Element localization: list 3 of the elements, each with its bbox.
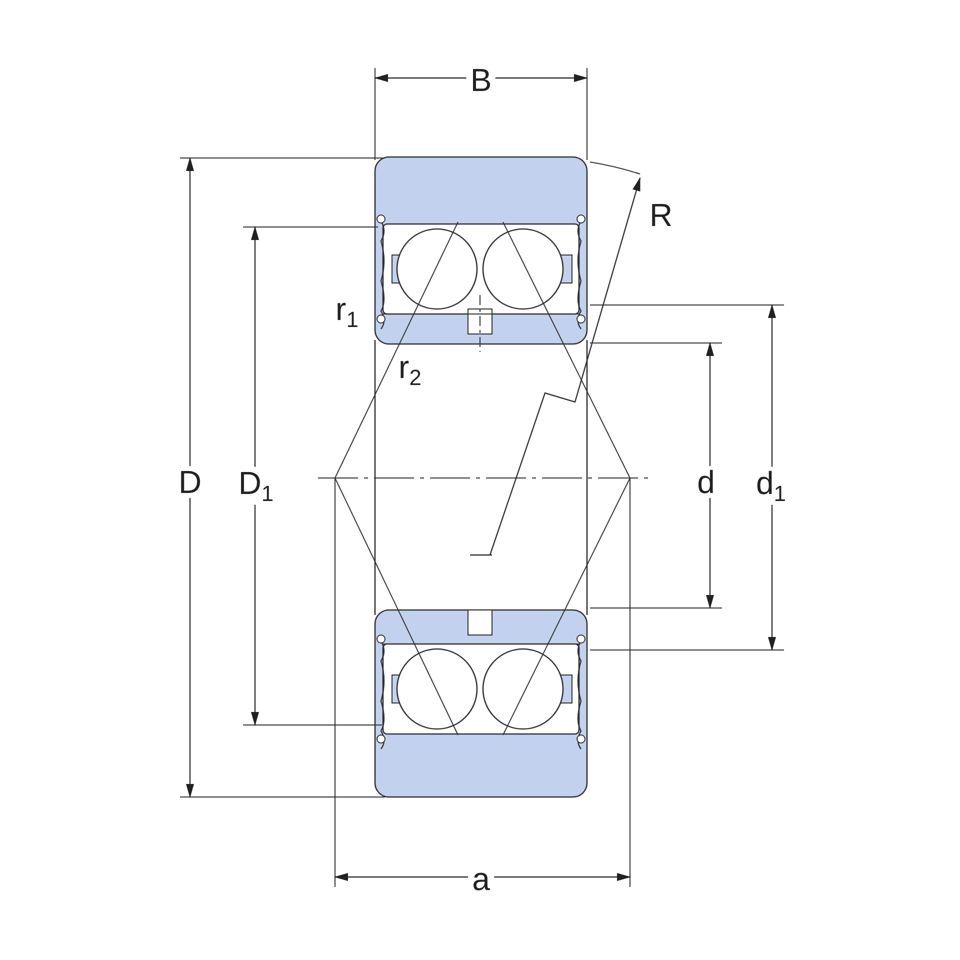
- dimension-label: r$_{1}$: [336, 292, 358, 332]
- dimension-label: R: [649, 199, 673, 231]
- dimension-label: r$_{2}$: [398, 350, 422, 390]
